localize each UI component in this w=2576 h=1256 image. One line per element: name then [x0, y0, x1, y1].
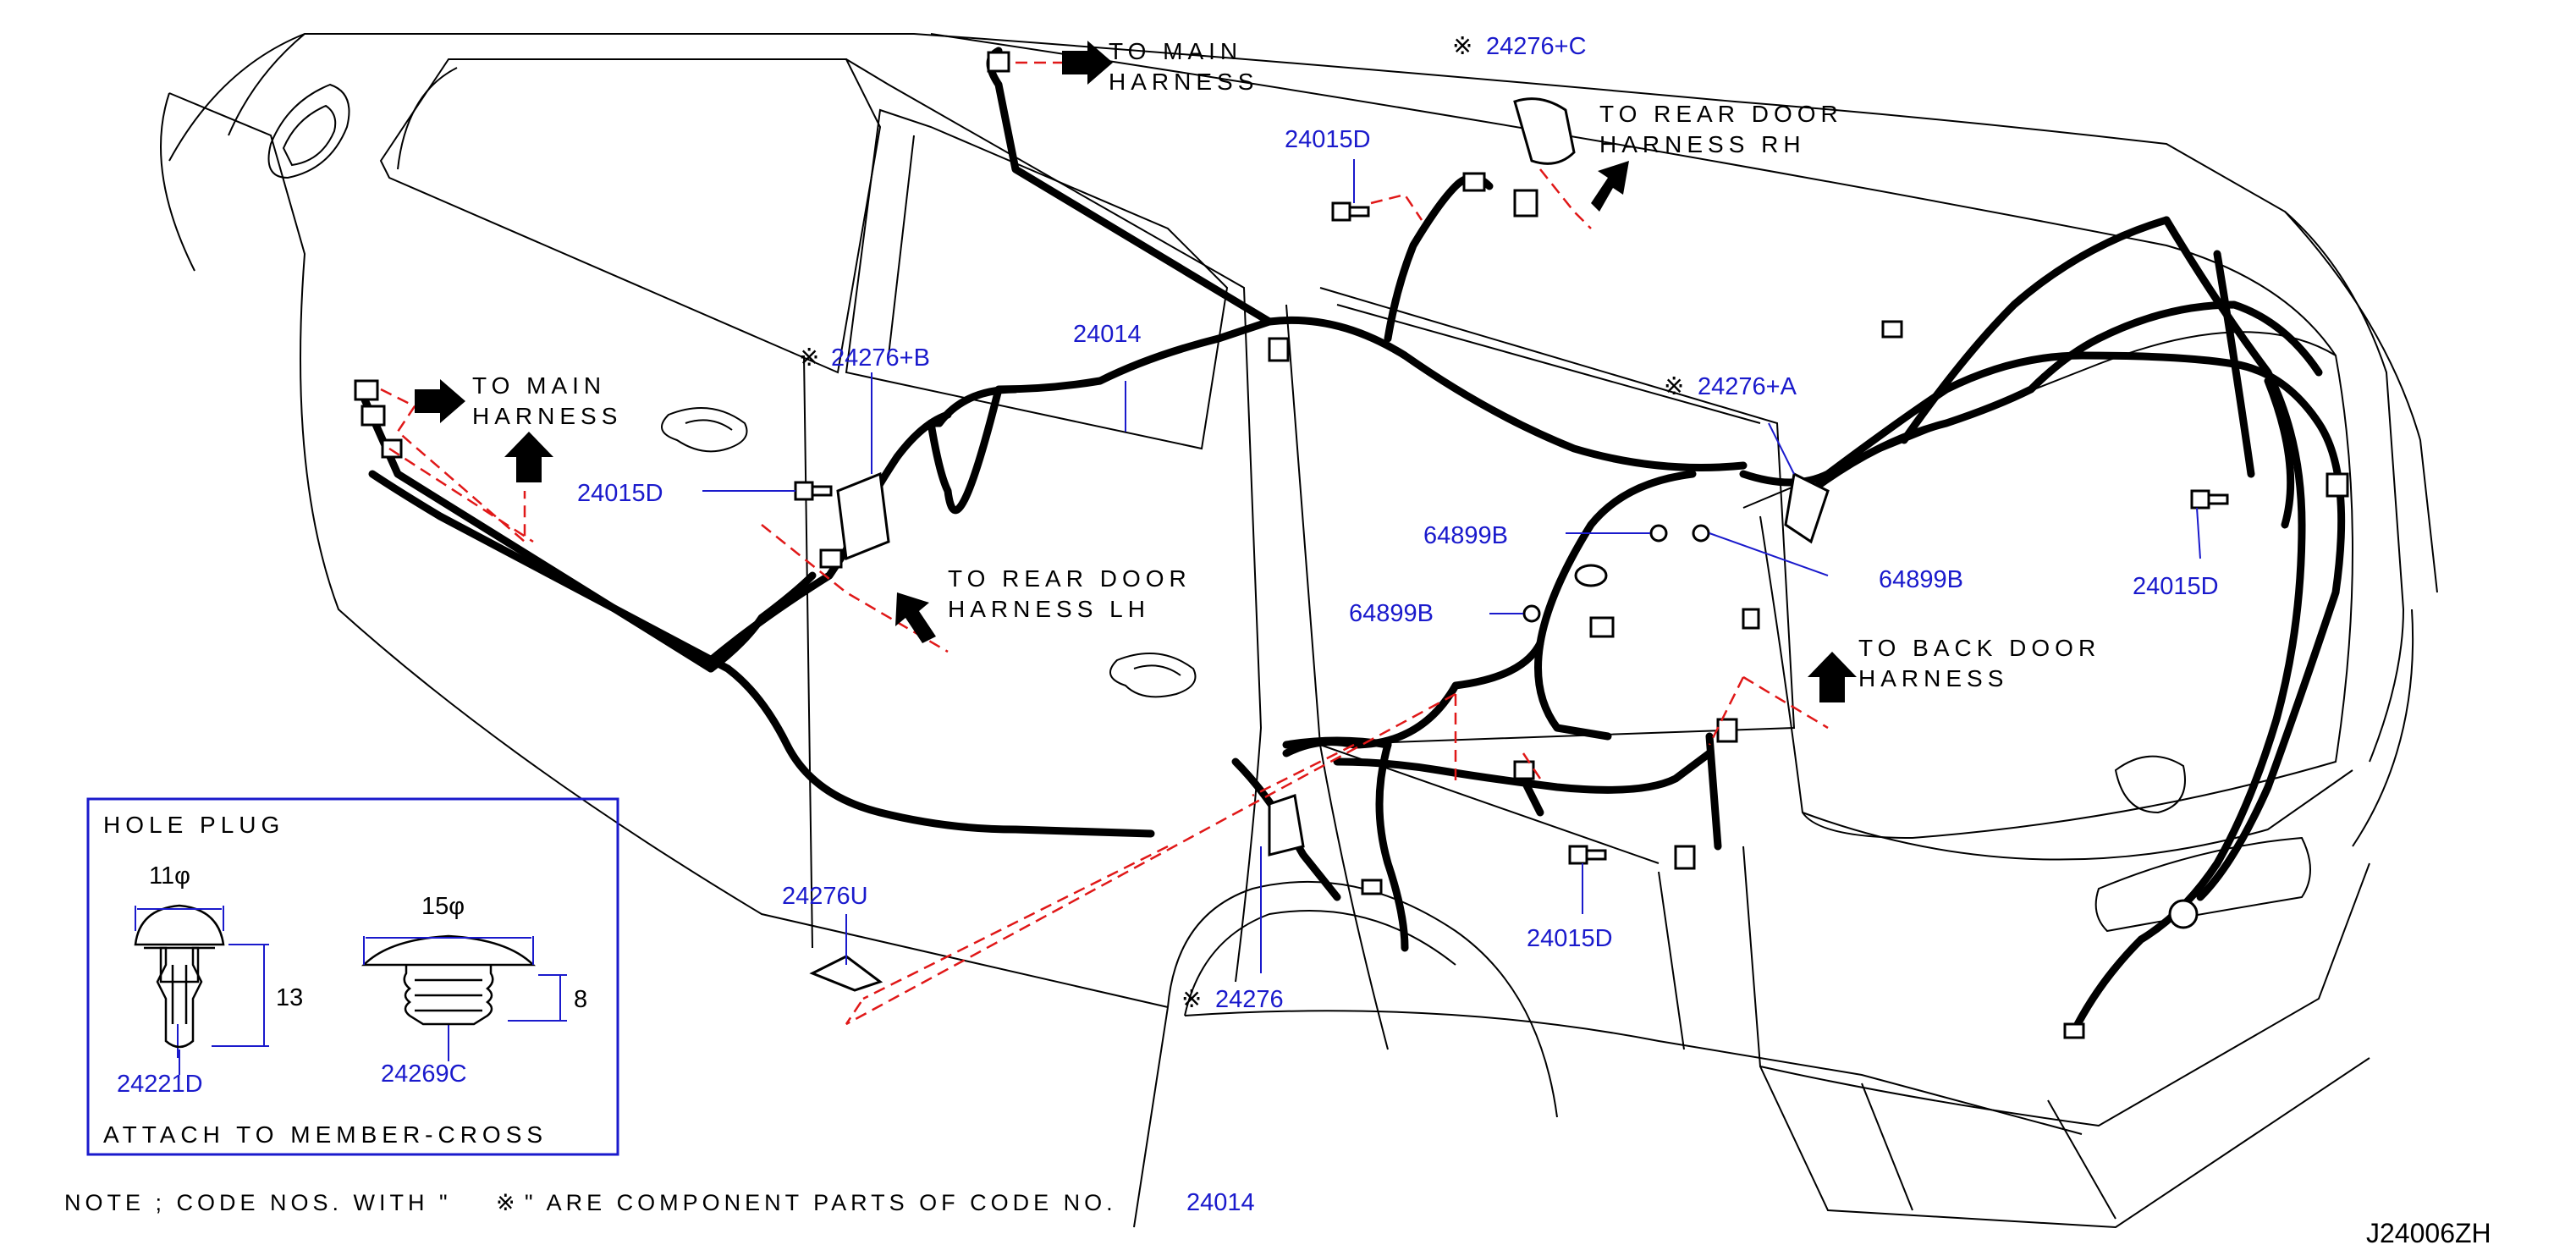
- callout-to-main-left-2: HARNESS: [472, 403, 622, 429]
- plug-24269C-drawing: [361, 934, 537, 1026]
- connector-rear-pillar: [2326, 472, 2349, 498]
- leader-lines-red: [380, 61, 1829, 1026]
- part-24276B: ※ 24276+B: [799, 344, 930, 372]
- bolt-24015D-right: [2190, 489, 2229, 510]
- grommet-quarter: [1574, 564, 1608, 587]
- direction-arrows: [415, 41, 1857, 702]
- dim-15-label: 15φ: [421, 893, 465, 920]
- bolt-24015D-top: [1331, 201, 1370, 222]
- plug-24221D-drawing: [134, 904, 225, 1049]
- note-mark-icon: ※: [496, 1190, 520, 1215]
- note-prefix: NOTE ; CODE NOS. WITH ": [64, 1190, 452, 1215]
- footnote: NOTE ; CODE NOS. WITH " ※ " ARE COMPONEN…: [64, 1189, 1255, 1216]
- asterisk-icon: ※: [1664, 373, 1684, 400]
- bolt-24015D-left: [794, 481, 833, 501]
- note-suffix: " ARE COMPONENT PARTS OF CODE NO.: [525, 1190, 1117, 1215]
- clip-24276U: [809, 955, 883, 992]
- svg-text:24276+B: 24276+B: [831, 344, 930, 372]
- part-24269C: 24269C: [381, 1060, 467, 1088]
- inset-footer: ATTACH TO MEMBER-CROSS: [103, 1121, 548, 1148]
- callout-rear-door-rh-1: TO REAR DOOR: [1599, 101, 1843, 127]
- arrow-up-left: [504, 432, 553, 482]
- part-24015D-top: 24015D: [1285, 126, 1371, 153]
- connector-roof-c: [1881, 320, 1903, 339]
- connector-quarter-b: [1513, 760, 1535, 780]
- inset-frame: [86, 797, 619, 1156]
- note-code: 24014: [1186, 1189, 1255, 1216]
- connector-roof-b: [1513, 189, 1538, 218]
- bracket-24276A: [1784, 471, 1830, 544]
- clip-64899B-a: [1649, 524, 1668, 543]
- bolt-24015D-bottom: [1568, 845, 1607, 865]
- callout-rear-door-lh-2: HARNESS LH: [948, 596, 1150, 622]
- part-codes: ※ 24276+C 24015D 24014 ※ 24276+B 24015D …: [577, 33, 2219, 1013]
- drawing-id: J24006ZH: [2366, 1218, 2491, 1248]
- asterisk-icon: ※: [1181, 986, 1202, 1013]
- connector-quarter-c: [1674, 845, 1696, 870]
- svg-text:24276+C: 24276+C: [1486, 33, 1587, 60]
- vehicle-body-outline: [160, 33, 2438, 1229]
- connector-floor: [1361, 879, 1383, 895]
- bracket-24276B: [836, 471, 890, 561]
- callout-rear-door-rh-2: HARNESS RH: [1599, 131, 1806, 157]
- callout-back-door-2: HARNESS: [1858, 665, 2008, 691]
- dim-lines-24221D: [135, 906, 269, 1075]
- part-24015D-left: 24015D: [577, 480, 663, 507]
- part-24014: 24014: [1073, 321, 1142, 348]
- arrow-back-door: [1808, 652, 1857, 702]
- dim-8-label: 8: [574, 986, 587, 1013]
- dim-13-label: 13: [276, 984, 303, 1011]
- bracket-24276: [1268, 794, 1305, 857]
- inset-title: HOLE PLUG: [103, 812, 284, 838]
- part-24276: ※ 24276: [1181, 986, 1284, 1013]
- connector-quarter-a: [1589, 616, 1615, 638]
- callout-text: TO MAIN HARNESS TO MAIN HARNESS TO REAR …: [472, 38, 2100, 691]
- callout-to-main-left-1: TO MAIN: [472, 372, 606, 399]
- part-64899B-c: 64899B: [1349, 600, 1434, 627]
- connectors: [354, 51, 2349, 1039]
- arrow-to-main-top: [1062, 41, 1113, 85]
- asterisk-icon: ※: [1452, 33, 1472, 60]
- part-24015D-bottom: 24015D: [1527, 925, 1613, 952]
- clip-64899B-b: [1692, 524, 1710, 543]
- part-64899B-b: 64899B: [1879, 566, 1963, 593]
- callout-back-door-1: TO BACK DOOR: [1858, 635, 2100, 661]
- asterisk-icon: ※: [799, 344, 819, 372]
- connector-top-main: [987, 51, 1010, 73]
- clip-64899B-c: [1522, 604, 1541, 623]
- grommet-backdoor: [2168, 899, 2199, 929]
- arrow-rear-rh: [1591, 161, 1629, 212]
- connector-quarter-d: [1716, 718, 1738, 743]
- connector-front-left-a: [354, 379, 379, 401]
- arrow-to-main-left: [415, 379, 465, 423]
- hole-plug-inset: HOLE PLUG 11φ 13 24221D 15φ: [86, 797, 619, 1156]
- callout-rear-door-lh-1: TO REAR DOOR: [948, 565, 1192, 592]
- part-24276A: ※ 24276+A: [1664, 373, 1797, 400]
- connector-b-pillar: [1268, 337, 1290, 362]
- part-24015D-right: 24015D: [2133, 573, 2219, 600]
- part-24276U: 24276U: [782, 883, 868, 910]
- connector-lh-door: [819, 548, 843, 569]
- part-24276C: ※ 24276+C: [1452, 33, 1587, 60]
- connector-backdoor-low: [2063, 1022, 2085, 1039]
- svg-text:24276: 24276: [1215, 986, 1284, 1013]
- part-64899B-a: 64899B: [1423, 522, 1508, 549]
- part-24221D: 24221D: [117, 1071, 203, 1098]
- callout-to-main-top-1: TO MAIN: [1109, 38, 1242, 64]
- dim-11-label: 11φ: [149, 862, 190, 890]
- arrow-rear-lh: [895, 592, 936, 643]
- dim-lines-24269C: [363, 936, 567, 1061]
- connector-front-left-b: [361, 405, 386, 427]
- connector-roof-a: [1462, 172, 1486, 192]
- callout-to-main-top-2: HARNESS: [1109, 69, 1258, 95]
- leader-lines-blue: [177, 159, 2201, 1058]
- body-harness-24014: [368, 47, 2346, 1037]
- svg-text:24276+A: 24276+A: [1698, 373, 1797, 400]
- connector-quarter-e: [1742, 608, 1760, 630]
- bracket-24276C: [1513, 97, 1576, 165]
